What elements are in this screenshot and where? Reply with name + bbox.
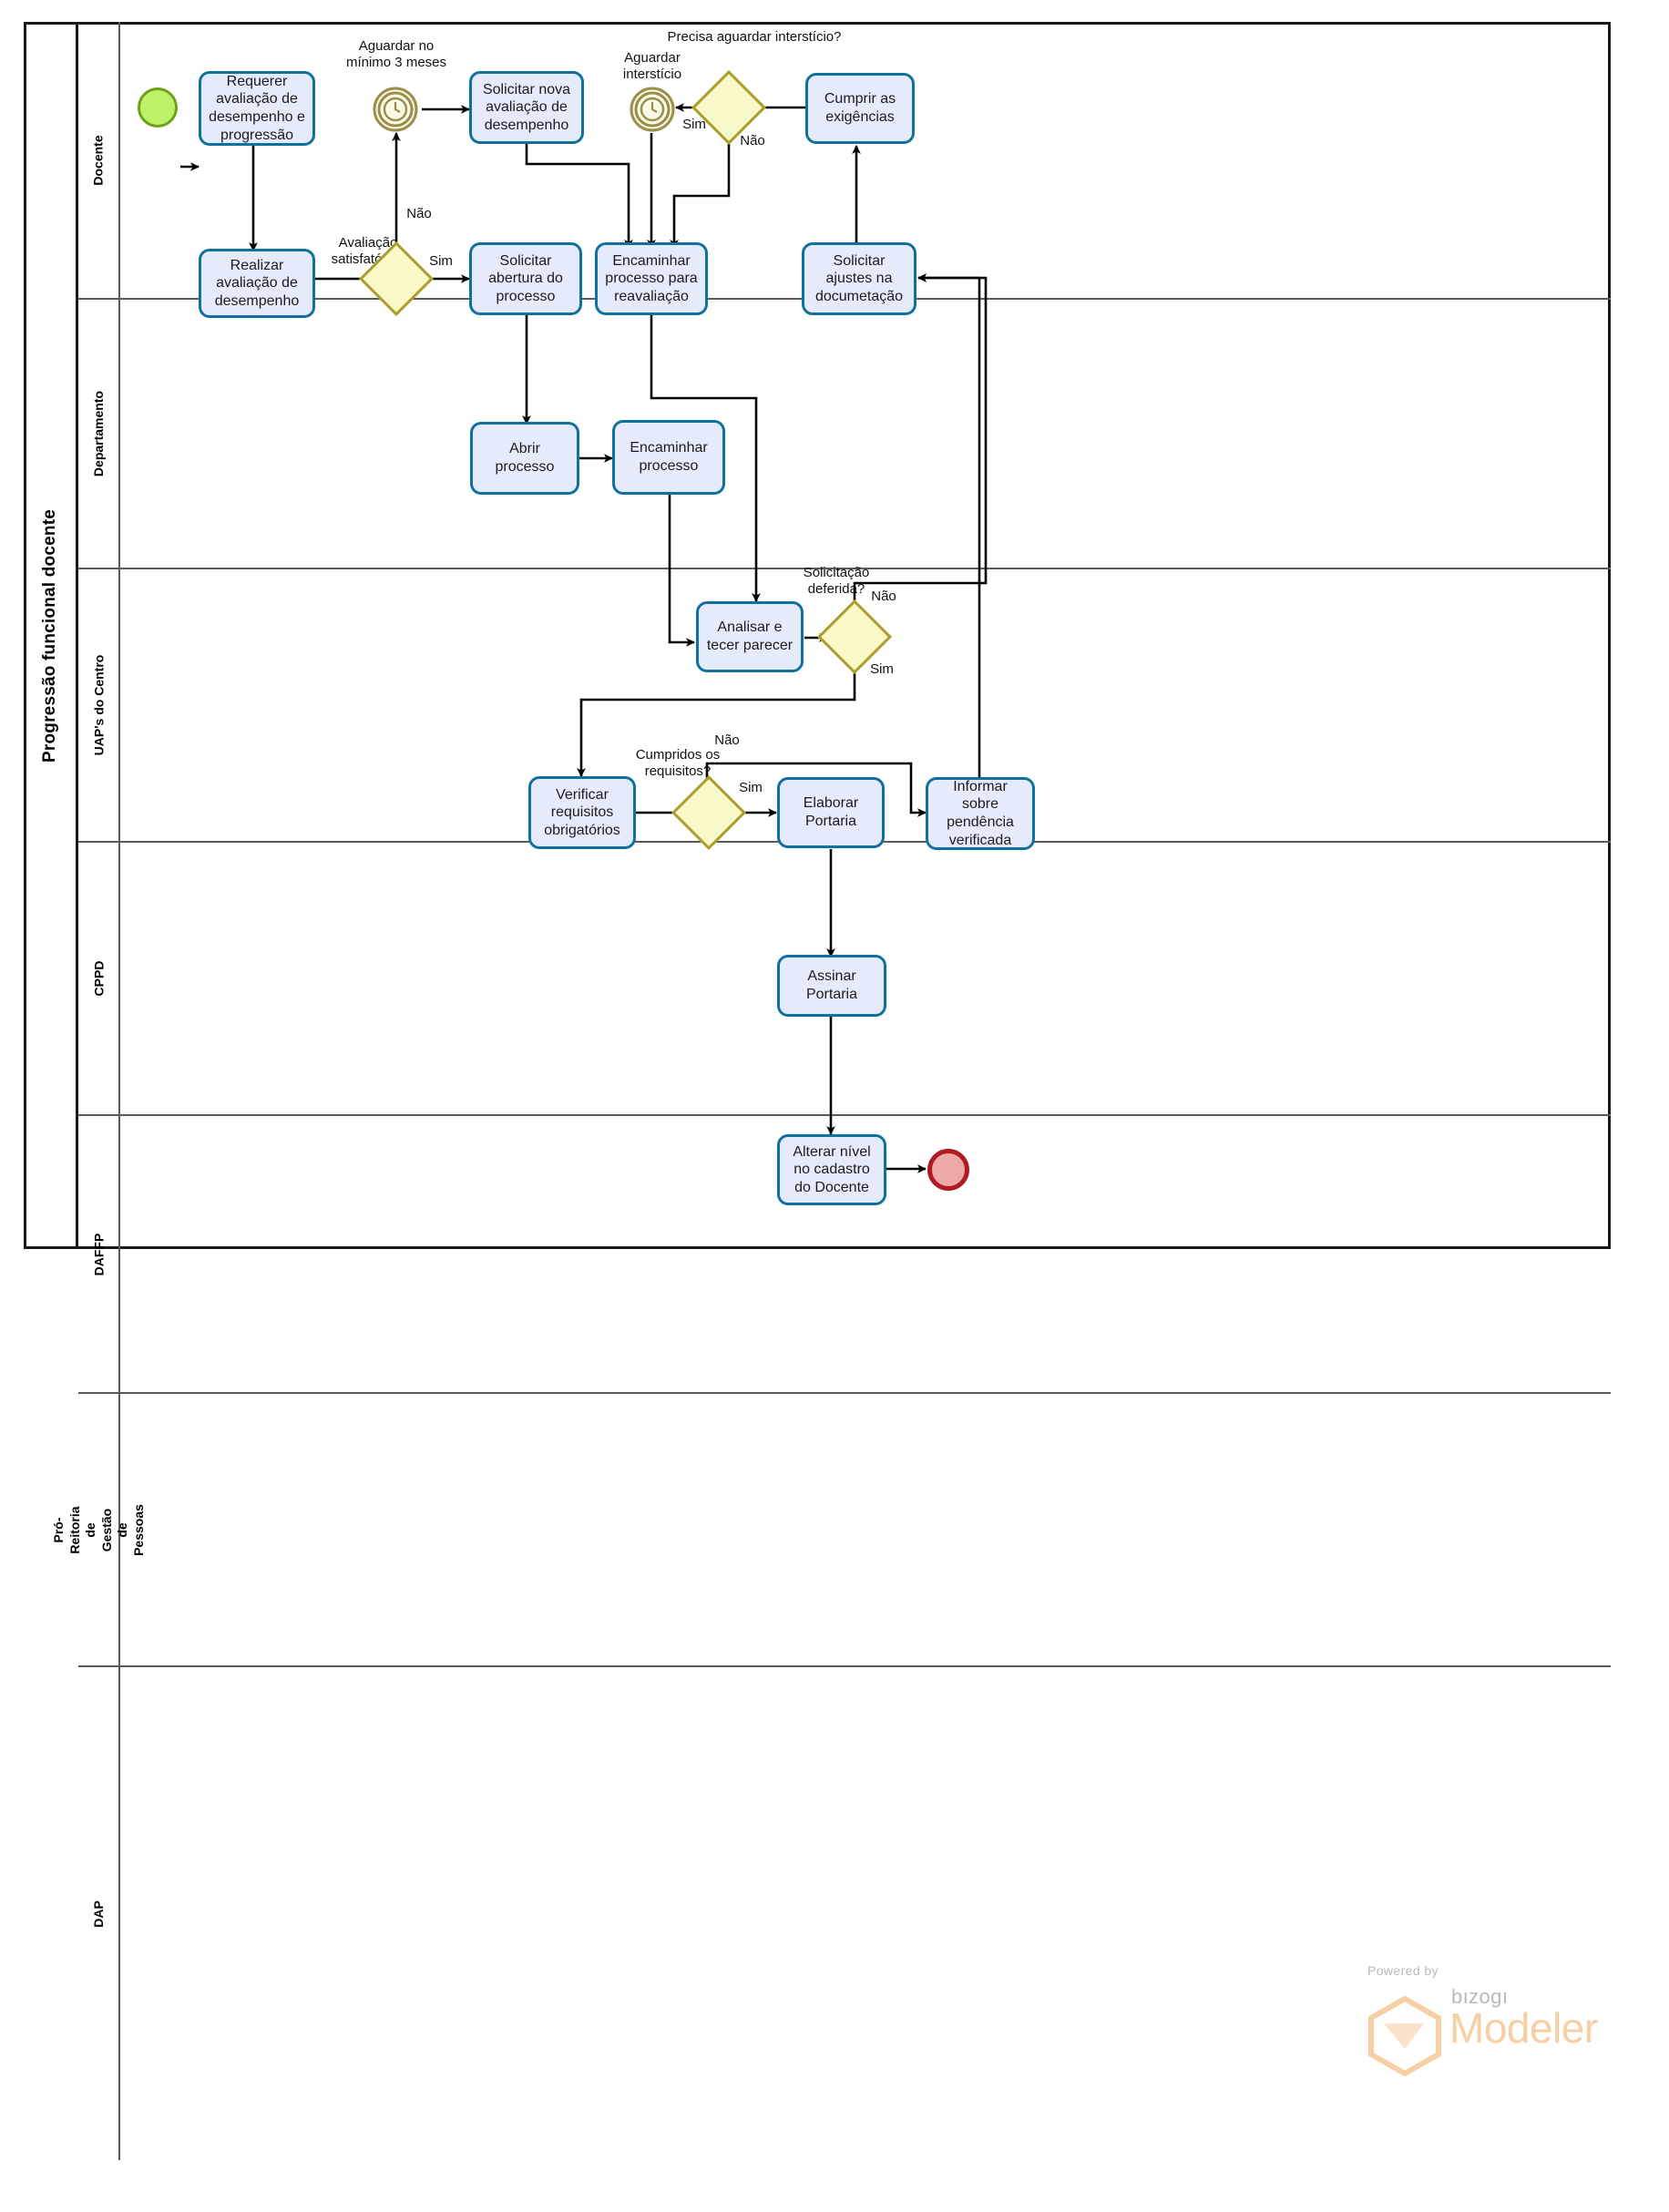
timer-intersticio-label: Aguardar interstício — [622, 50, 682, 82]
flow-label-sim-requisitos: Sim — [739, 780, 763, 795]
lane-header-uaps: UAP's do Centro — [78, 569, 120, 841]
lane-header-dap: DAP — [78, 1667, 120, 2160]
watermark-powered-by: Powered by — [1367, 1963, 1439, 1978]
pool-title: Progressão funcional docente — [24, 22, 78, 1249]
task-encaminhar-processo-reavaliacao[interactable]: Encaminhar processo para reavaliação — [595, 242, 708, 315]
lane-label-departamento: Departamento — [91, 390, 107, 477]
task-solicitar-nova-avaliacao[interactable]: Solicitar nova avaliação de desempenho — [469, 71, 584, 144]
flow-label-nao-avaliacao: Não — [406, 206, 432, 221]
lane-daffp: DAFFP — [78, 1116, 1611, 1394]
flow-label-sim-intersticio: Sim — [682, 117, 706, 132]
task-solicitar-abertura-processo[interactable]: Solicitar abertura do processo — [469, 242, 582, 315]
task-alterar-nivel-cadastro[interactable]: Alterar nível no cadastro do Docente — [777, 1134, 886, 1205]
lane-header-departamento: Departamento — [78, 300, 120, 568]
task-realizar-avaliacao-desempenho[interactable]: Realizar avaliação de desempenho — [199, 249, 315, 318]
lane-label-dap: DAP — [91, 1900, 106, 1928]
task-cumprir-exigencias[interactable]: Cumprir as exigências — [805, 73, 915, 144]
bizagi-hex-icon — [1368, 1996, 1441, 2076]
flow-label-nao-intersticio: Não — [740, 133, 765, 148]
lane-header-docente: Docente — [78, 22, 120, 298]
timer-intermediate-event-3-meses — [373, 87, 418, 132]
lane-departamento: Departamento — [78, 300, 1611, 569]
lane-label-cppd: CPPD — [91, 960, 106, 997]
flow-label-nao-requisitos: Não — [714, 732, 740, 748]
watermark-brand: bızogı — [1451, 1985, 1509, 2008]
timer-intermediate-event-intersticio — [630, 87, 675, 132]
start-event — [138, 87, 178, 128]
lane-label-daffp: DAFFP — [91, 1233, 107, 1275]
gateway-solicitacao-deferida-label: Solicitação deferida? — [803, 565, 870, 597]
watermark-product: Modeler — [1449, 2004, 1598, 2052]
task-abrir-processo[interactable]: Abrir processo — [470, 422, 579, 495]
lane-cppd: CPPD — [78, 843, 1611, 1116]
bizagi-watermark: Powered by bızogı Modeler — [1315, 1963, 1598, 2076]
lane-header-pro-reitoria: Pró-Reitoria de Gestão de Pessoas — [51, 1394, 145, 1665]
gateway-precisa-intersticio-label: Precisa aguardar interstício? — [667, 29, 842, 45]
flow-label-sim-deferida: Sim — [870, 661, 894, 677]
lane-label-docente: Docente — [91, 134, 107, 186]
task-informar-pendencia-verificada[interactable]: Informar sobre pendência verificada — [926, 777, 1035, 850]
flow-label-sim-avaliacao: Sim — [429, 253, 453, 269]
lane-header-daffp: DAFFP — [78, 1116, 120, 1392]
task-analisar-tecer-parecer[interactable]: Analisar e tecer parecer — [696, 601, 804, 672]
gateway-cumpridos-requisitos-label: Cumpridos os requisitos? — [635, 747, 721, 779]
task-requerer-avaliacao[interactable]: Requerer avaliação de desempenho e progr… — [199, 71, 315, 146]
task-assinar-portaria[interactable]: Assinar Portaria — [777, 955, 886, 1017]
task-solicitar-ajustes-documentacao[interactable]: Solicitar ajustes na documetação — [802, 242, 916, 315]
end-event — [927, 1149, 969, 1191]
lane-pro-reitoria-gestao-pessoas: Pró-Reitoria de Gestão de Pessoas — [51, 1394, 1611, 1667]
lane-label-pro-reitoria: Pró-Reitoria de Gestão de Pessoas — [50, 1503, 146, 1556]
lane-label-uaps: UAP's do Centro — [91, 654, 107, 756]
lane-header-cppd: CPPD — [78, 843, 120, 1114]
task-encaminhar-processo[interactable]: Encaminhar processo — [612, 420, 725, 495]
pool-title-label: Progressão funcional docente — [39, 508, 59, 763]
flow-label-nao-deferida: Não — [871, 589, 896, 604]
lane-dap: DAP — [78, 1667, 1611, 2160]
task-elaborar-portaria[interactable]: Elaborar Portaria — [777, 777, 885, 848]
timer-3-meses-label: Aguardar no mínimo 3 meses — [345, 38, 447, 70]
task-verificar-requisitos-obrigatorios[interactable]: Verificar requisitos obrigatórios — [528, 776, 636, 849]
